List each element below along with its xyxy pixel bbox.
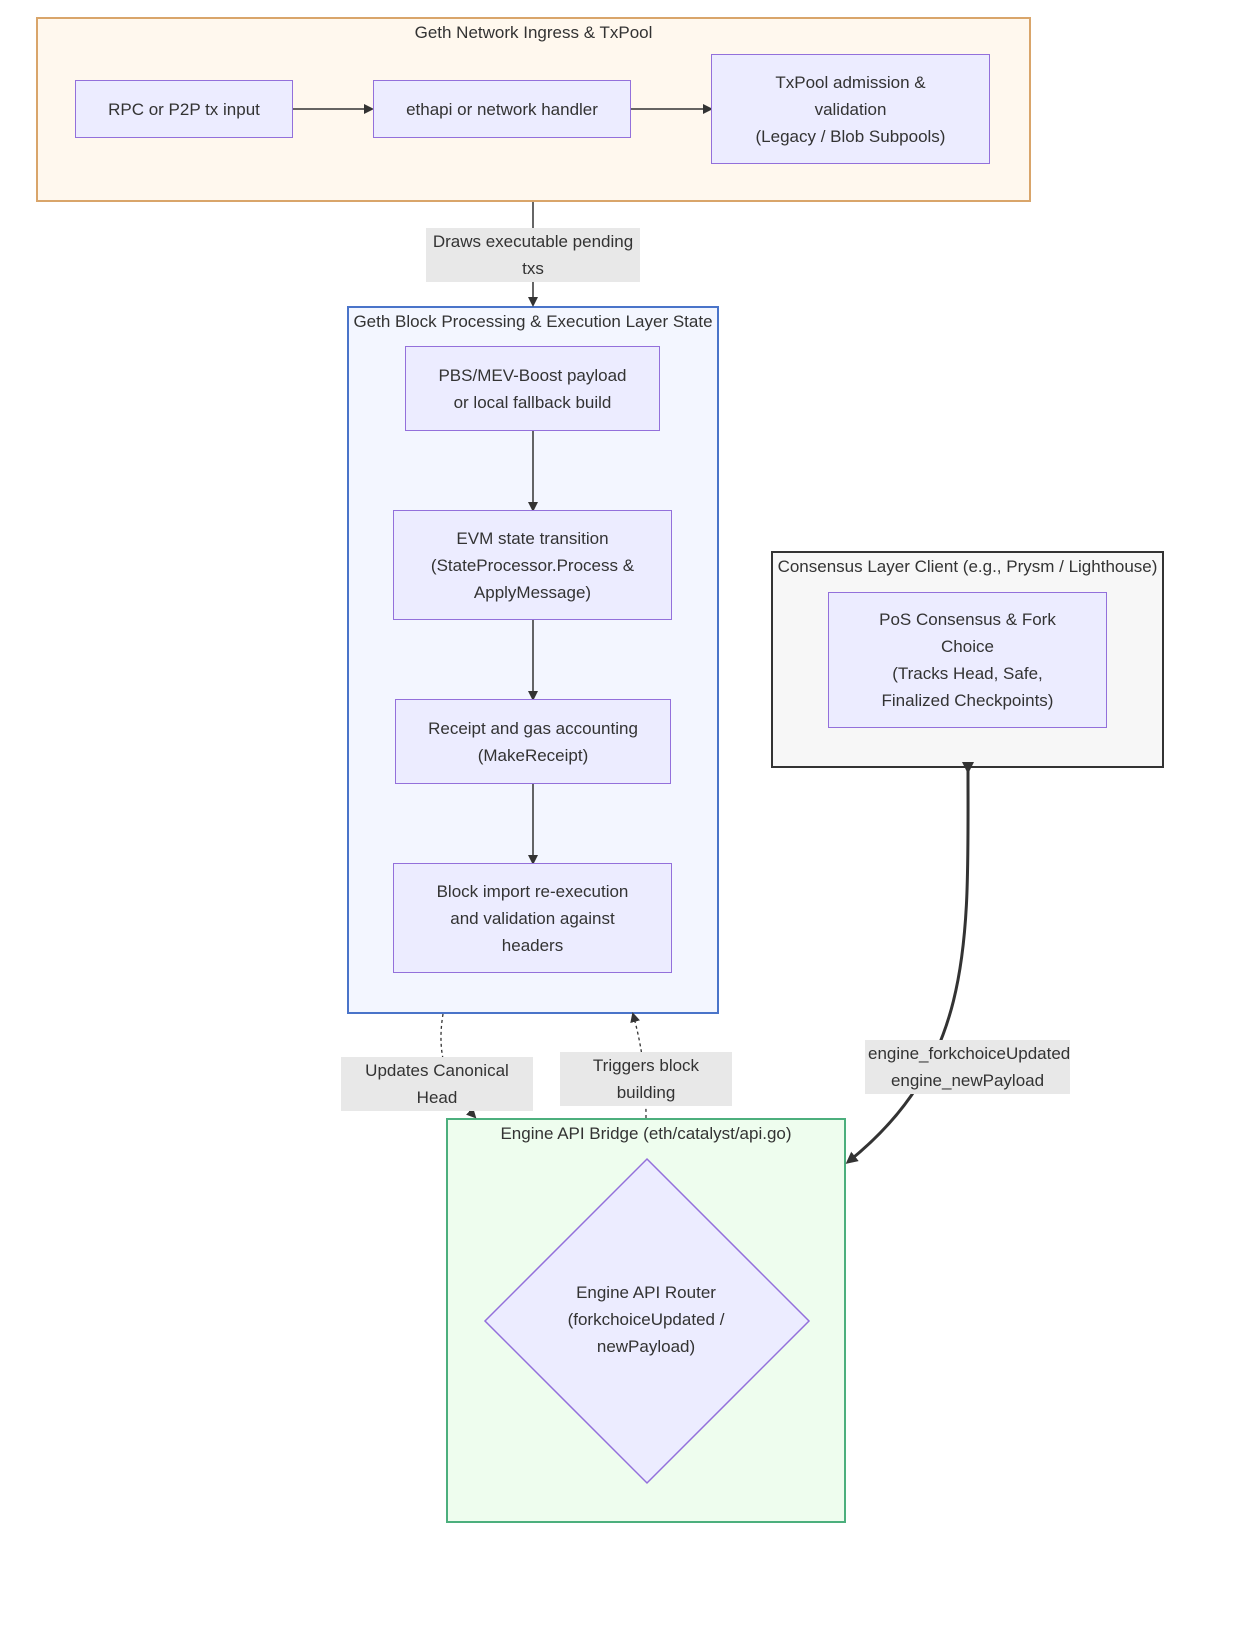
group-engine-api-bridge-title: Engine API Bridge (eth/catalyst/api.go)	[500, 1124, 792, 1143]
node-ethapi-handler: ethapi or network handler	[373, 80, 631, 138]
group-block-processing-title: Geth Block Processing & Execution Layer …	[353, 312, 713, 331]
node-rpc-tx-input: RPC or P2P tx input	[75, 80, 293, 138]
node-block-import-label: Block import re-execution and validation…	[436, 881, 629, 955]
node-evm-state-transition-label: EVM state transition (StateProcessor.Pro…	[430, 528, 635, 602]
node-rpc-tx-input-label: RPC or P2P tx input	[108, 99, 260, 119]
edge-consensus-engine-bidirectional	[845, 761, 974, 1164]
node-receipt-accounting-label: Receipt and gas accounting (MakeReceipt)	[428, 718, 638, 765]
edge-label-engine-calls: engine_forkchoiceUpdated engine_newPaylo…	[865, 1040, 1070, 1094]
node-txpool-admission-label: TxPool admission & validation (Legacy / …	[755, 72, 946, 146]
edge-label-updates-canonical-head: Updates Canonical Head	[341, 1057, 533, 1111]
node-payload-build: PBS/MEV-Boost payload or local fallback …	[405, 346, 660, 431]
node-ethapi-handler-label: ethapi or network handler	[406, 99, 598, 119]
node-txpool-admission: TxPool admission & validation (Legacy / …	[711, 54, 990, 164]
engine-router-diamond	[483, 1157, 811, 1485]
node-receipt-accounting: Receipt and gas accounting (MakeReceipt)	[395, 699, 671, 784]
node-evm-state-transition: EVM state transition (StateProcessor.Pro…	[393, 510, 672, 620]
edge-label-triggers-block-building: Triggers block building	[560, 1052, 732, 1106]
node-payload-build-label: PBS/MEV-Boost payload or local fallback …	[438, 365, 627, 412]
group-network-ingress-title: Geth Network Ingress & TxPool	[414, 23, 653, 42]
node-block-import: Block import re-execution and validation…	[393, 863, 672, 973]
node-pos-consensus-label: PoS Consensus & Fork Choice (Tracks Head…	[879, 610, 1056, 710]
node-engine-router-label: Engine API Router (forkchoiceUpdated / n…	[567, 1283, 725, 1356]
group-consensus-client-title: Consensus Layer Client (e.g., Prysm / Li…	[777, 557, 1158, 576]
node-pos-consensus: PoS Consensus & Fork Choice (Tracks Head…	[828, 592, 1107, 728]
edge-label-draws-pending: Draws executable pending txs	[426, 228, 640, 282]
